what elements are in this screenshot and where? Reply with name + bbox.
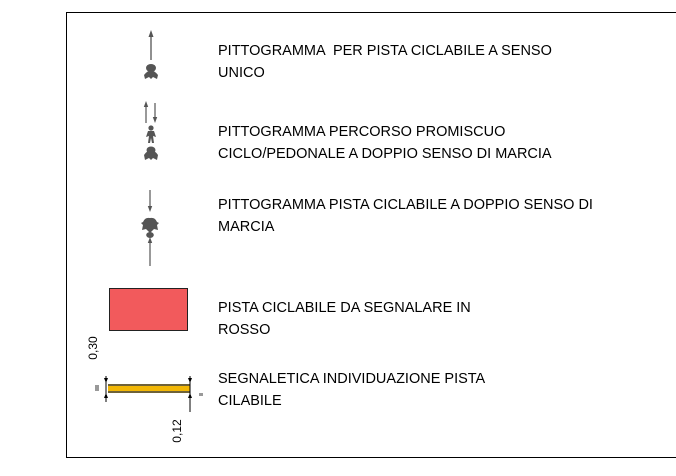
entry-4-line1: PISTA CICLABILE DA SEGNALARE IN — [218, 300, 471, 316]
entry-1-line1: PITTOGRAMMA PER PISTA CICLABILE A SENSO — [218, 43, 552, 59]
entry-2-line1: PITTOGRAMMA PERCORSO PROMISCUO — [218, 124, 506, 140]
entry-4-line2: ROSSO — [218, 322, 271, 338]
entry-5-text: SEGNALETICA INDIVIDUAZIONE PISTA CILABIL… — [218, 368, 485, 412]
red-area-swatch — [109, 288, 188, 331]
entry-2-text: PITTOGRAMMA PERCORSO PROMISCUO CICLO/PED… — [218, 121, 552, 165]
entry-3-line2: MARCIA — [218, 219, 275, 235]
entry-3-text: PITTOGRAMMA PISTA CICLABILE A DOPPIO SEN… — [218, 194, 593, 238]
entry-1-line2: UNICO — [218, 65, 265, 81]
two-way-bike-pictogram-icon — [141, 190, 159, 266]
shared-path-pictogram-icon — [143, 101, 158, 160]
entry-5-line2: CILABILE — [218, 393, 282, 409]
legend-frame — [66, 12, 676, 458]
entry-4-text: PISTA CICLABILE DA SEGNALARE IN ROSSO — [218, 297, 471, 341]
entry-1-text: PITTOGRAMMA PER PISTA CICLABILE A SENSO … — [218, 40, 552, 84]
entry-5-line1: SEGNALETICA INDIVIDUAZIONE PISTA — [218, 371, 486, 387]
line-width-dimension: 0,12 — [170, 419, 184, 443]
entry-2-line2: CICLO/PEDONALE A DOPPIO SENSO DI MARCIA — [218, 146, 552, 162]
entry-3-line1: PITTOGRAMMA PISTA CICLABILE A DOPPIO SEN… — [218, 197, 593, 213]
swatch-height-dimension: 0,30 — [86, 336, 100, 360]
yellow-line-marking-icon — [95, 376, 203, 412]
one-way-bike-pictogram-icon — [144, 30, 158, 79]
